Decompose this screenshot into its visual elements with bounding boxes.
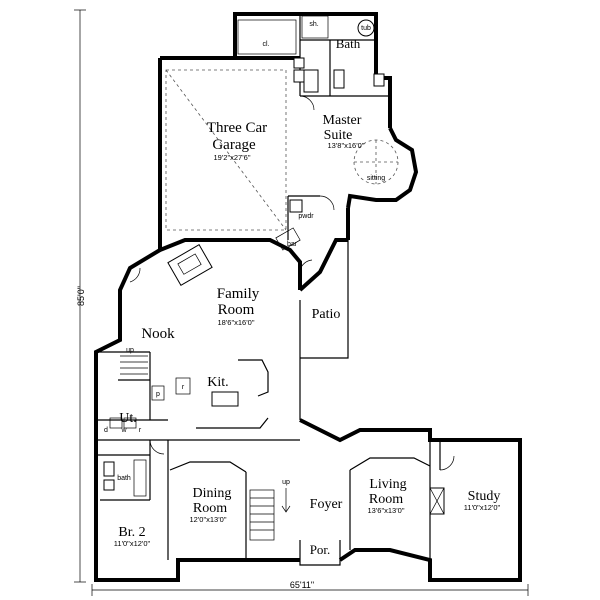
washer-label: w [120,427,127,434]
nook-label: Nook [141,326,175,342]
garage-label-line1: Three Car [207,120,267,136]
garage-label-line2: Garage [212,137,256,153]
utility-label: Ut. [119,411,137,426]
utility-r-label: r [139,427,142,434]
kitchen-label: Kit. [207,375,228,390]
nook-up-label: up [126,347,134,354]
bedroom2-label: Br. 2 [118,525,145,540]
pantry-label: p [156,391,160,398]
patio-label: Patio [312,307,341,322]
small-labels: sh. tub cl. sitting pwdr bar up up bath … [104,21,385,486]
dining-dims: 12'0"x13'0" [190,515,227,524]
closet-label: cl. [263,41,270,48]
bar-label: bar [287,241,298,248]
bath-fixtures [301,15,385,93]
fireplace [167,244,213,286]
family-label-line2: Room [218,302,255,318]
sitting-area [353,139,399,185]
bath2-label: bath [117,475,131,482]
refrigerator-label: r [182,384,185,391]
foyer-stairs [249,488,291,541]
interior-walls [96,14,441,560]
living-label-line1: Living [369,477,406,492]
powder-label: pwdr [298,213,314,220]
study-dims: 11'0"x12'0" [464,503,501,512]
bedroom2-bath-fixtures [103,459,147,497]
dining-label-line2: Room [193,501,227,516]
master-dims: 13'8"x16'0" [328,141,365,150]
garage-details [165,19,305,231]
master-label-line2: Suite [324,128,353,143]
kitchen-counters [109,355,269,429]
family-dims: 18'6"x16'0" [218,318,255,327]
bath-label: Bath [336,36,361,51]
family-label-line1: Family [217,286,260,302]
powder-bar-details [275,199,303,251]
foyer-up-label: up [282,479,290,486]
sitting-label: sitting [367,175,385,182]
nook-stairs [120,355,148,375]
shower-label: sh. [309,21,318,28]
porch-label: Por. [310,542,331,557]
foyer-label: Foyer [310,497,343,512]
dimension-lines: 85'0" 65'11" [74,9,529,596]
door-swings [129,95,455,471]
study-details [429,487,445,515]
living-label-line2: Room [369,492,403,507]
dining-label-line1: Dining [193,486,232,501]
bedroom2-dims: 11'0"x12'0" [114,539,151,548]
tub-label: tub [361,25,371,32]
study-label: Study [468,489,501,504]
master-label-line1: Master [323,113,362,128]
overall-depth-label: 85'0" [76,286,86,306]
living-dims: 13'6"x13'0" [368,506,405,515]
dryer-label: d [104,427,108,434]
garage-dims: 19'2"x27'6" [214,153,251,162]
room-labels: Three Car Garage 19'2"x27'6" Master Suit… [114,36,501,557]
overall-width-label: 65'11" [290,580,314,590]
